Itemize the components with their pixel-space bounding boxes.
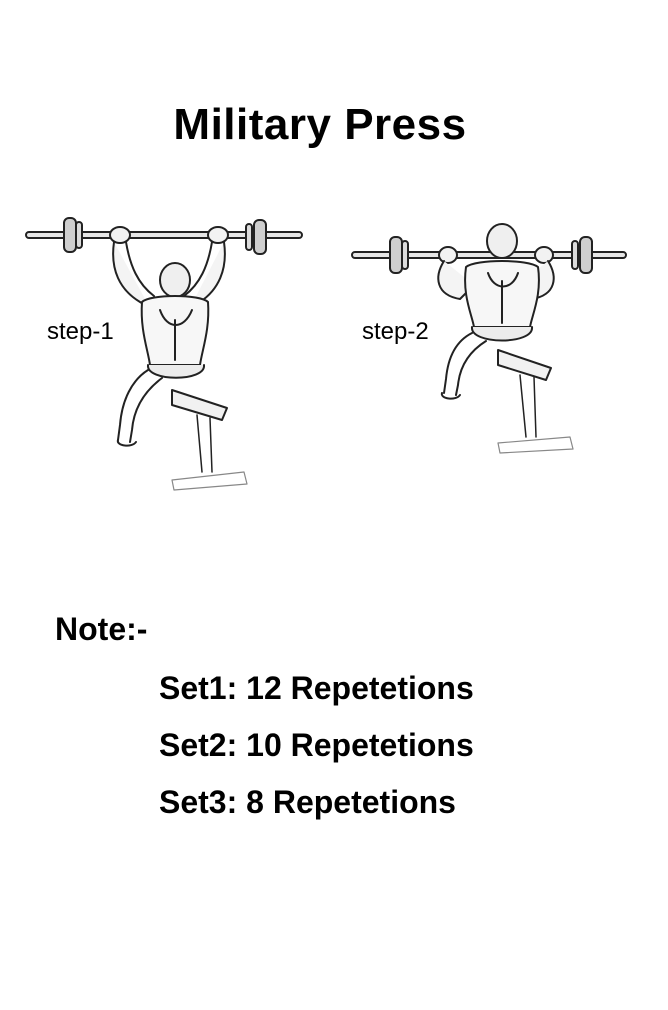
page-title: Military Press (173, 100, 467, 149)
list-item: Set3: 8 Repetetions (159, 784, 456, 820)
list-item: Set2: 10 Repetetions (159, 727, 474, 763)
seated-overhead-press-arms-extended-icon (25, 217, 303, 491)
step-1-illustration (22, 210, 312, 500)
step-2-illustration (348, 215, 638, 460)
step-2-label: step-2 (362, 318, 429, 345)
seated-overhead-press-bar-lowered-icon (351, 223, 627, 454)
list-item: Set1: 12 Repetetions (159, 670, 474, 706)
sets-list: Set1: 12 Repetetions Set2: 10 Repetetion… (159, 668, 474, 839)
note-heading: Note:- (55, 611, 148, 647)
step-1-label: step-1 (47, 318, 114, 345)
